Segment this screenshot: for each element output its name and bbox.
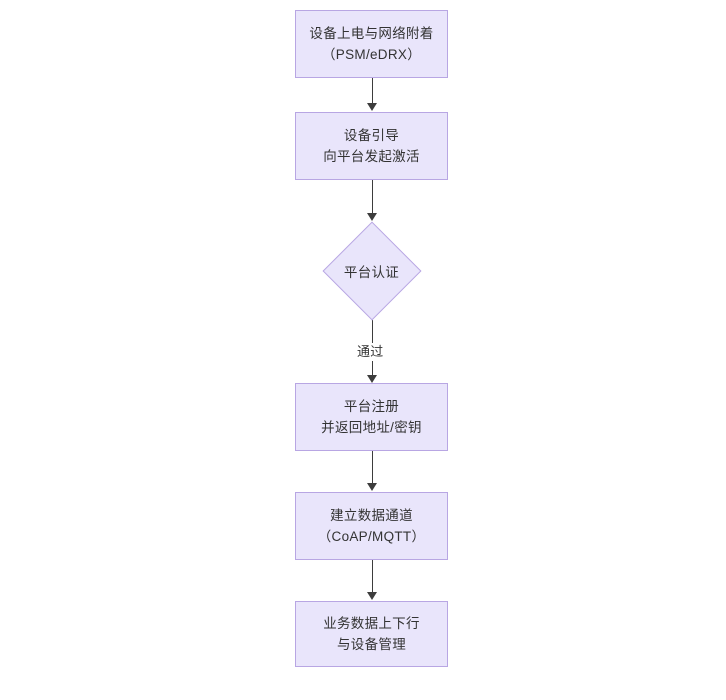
node-power-on-line1: 设备上电与网络附着 (309, 26, 434, 41)
node-bootstrap-line1: 设备引导 (343, 128, 400, 143)
node-power-on-line2: （PSM/eDRX） (321, 47, 422, 62)
node-data-channel[interactable]: 建立数据通道 （CoAP/MQTT） (295, 492, 448, 560)
node-platform-auth[interactable]: 平台认证 (322, 221, 421, 320)
arrowhead-data-channel (367, 483, 377, 491)
node-data-channel-line1: 建立数据通道 (330, 508, 413, 523)
node-platform-auth-label: 平台认证 (343, 264, 400, 280)
arrowhead-business-data (367, 592, 377, 600)
node-business-data-line1: 业务数据上下行 (323, 616, 420, 631)
node-bootstrap[interactable]: 设备引导 向平台发起激活 (295, 112, 448, 180)
connector-channel-to-business (371, 560, 373, 593)
node-platform-register[interactable]: 平台注册 并返回地址/密钥 (295, 383, 448, 451)
arrowhead-platform-auth (367, 213, 377, 221)
node-platform-register-line2: 并返回地址/密钥 (321, 420, 422, 435)
connector-power-on-to-bootstrap (371, 78, 373, 104)
edge-label-pass: 通过 (354, 343, 387, 361)
node-power-on[interactable]: 设备上电与网络附着 （PSM/eDRX） (295, 10, 448, 78)
node-bootstrap-line2: 向平台发起激活 (323, 149, 420, 164)
node-data-channel-line2: （CoAP/MQTT） (317, 529, 426, 544)
connector-register-to-channel (371, 451, 373, 484)
arrowhead-platform-register (367, 375, 377, 383)
arrowhead-bootstrap (367, 103, 377, 111)
node-business-data-line2: 与设备管理 (337, 637, 406, 652)
connector-bootstrap-to-auth (371, 180, 373, 214)
node-business-data[interactable]: 业务数据上下行 与设备管理 (295, 601, 448, 667)
node-platform-register-line1: 平台注册 (343, 399, 400, 414)
